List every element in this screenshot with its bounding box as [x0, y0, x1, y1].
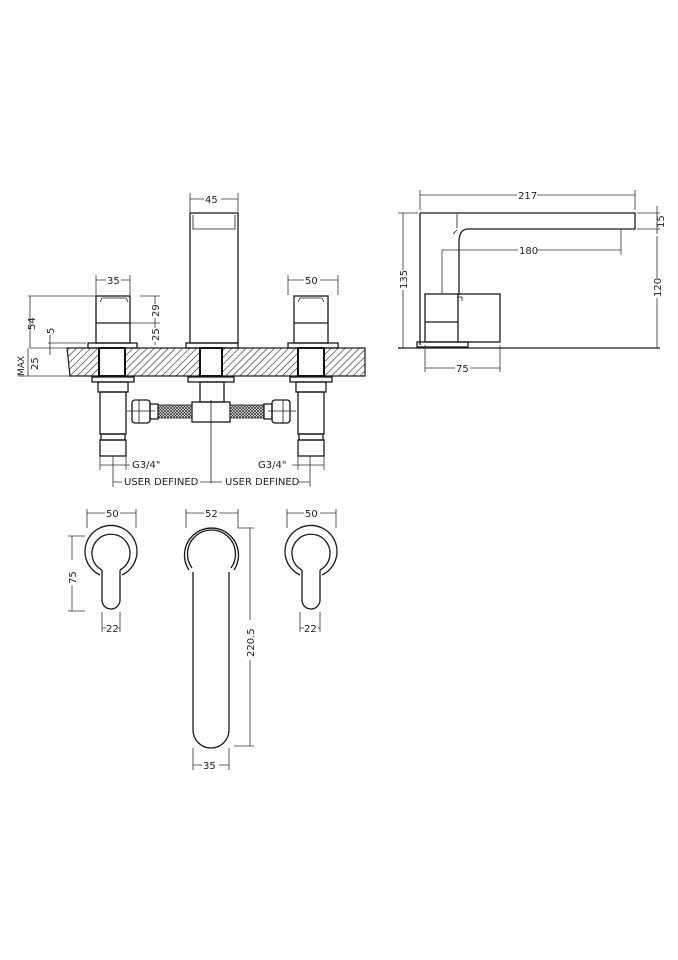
svg-text:G3/4": G3/4": [132, 460, 160, 471]
left-handle-front: [87, 295, 138, 349]
svg-text:52: 52: [205, 509, 218, 520]
front-dimensions: 45 35 50 54 29 25 5 MAX 25 G3/4" G3/4" U…: [17, 193, 339, 488]
svg-text:USER DEFINED: USER DEFINED: [124, 477, 199, 488]
svg-text:MAX: MAX: [17, 356, 27, 376]
svg-text:5: 5: [46, 328, 57, 334]
svg-text:25: 25: [151, 328, 162, 341]
left-valve-body: [91, 376, 135, 457]
svg-text:217: 217: [518, 191, 537, 202]
right-handle-front: [287, 295, 339, 349]
svg-text:75: 75: [456, 364, 469, 375]
plan-view: 50 22 75 22 52 220.5 35 50 22: [68, 509, 338, 772]
svg-text:50: 50: [305, 509, 318, 520]
svg-text:135: 135: [399, 270, 410, 289]
svg-text:45: 45: [205, 195, 218, 206]
svg-text:120: 120: [653, 278, 664, 297]
side-dimensions: 217 135 15 120 180 75: [398, 190, 667, 375]
svg-text:75: 75: [68, 571, 79, 584]
svg-text:USER DEFINED: USER DEFINED: [225, 477, 300, 488]
svg-text:54: 54: [27, 317, 38, 330]
right-handle-plan: [284, 524, 338, 610]
spout-front: [185, 212, 239, 349]
svg-text:25: 25: [30, 357, 41, 370]
svg-text:22: 22: [106, 624, 119, 635]
front-view: 45 35 50 54 29 25 5 MAX 25 G3/4" G3/4" U…: [17, 193, 366, 488]
svg-text:50: 50: [305, 276, 318, 287]
svg-text:35: 35: [107, 276, 120, 287]
left-handle-plan: [84, 524, 138, 610]
svg-text:22: 22: [304, 624, 317, 635]
svg-text:35: 35: [203, 761, 216, 772]
svg-text:220.5: 220.5: [246, 628, 257, 657]
plan-dimensions: 50 22 75 22 52 220.5 35 50 22: [68, 509, 337, 772]
svg-text:29: 29: [151, 304, 162, 317]
right-valve-body: [289, 376, 333, 457]
svg-text:G3/4": G3/4": [258, 460, 286, 471]
svg-text:180: 180: [519, 246, 538, 257]
side-view: 217 135 15 120 180 75: [398, 190, 667, 375]
spout-plan: [183, 527, 240, 749]
svg-text:50: 50: [106, 509, 119, 520]
svg-text:15: 15: [656, 215, 667, 228]
center-tee: [127, 376, 296, 483]
